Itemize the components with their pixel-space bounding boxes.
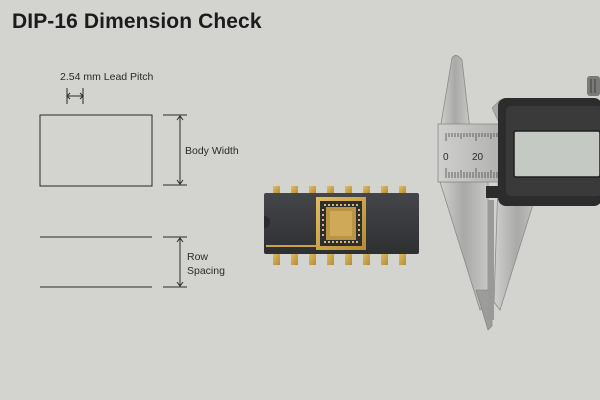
caliper-scale-label-0: 0	[443, 152, 449, 163]
caliper-lower-jaws	[439, 181, 541, 331]
row-spacing-label: Row Spacing	[187, 250, 225, 278]
row-spacing-label-line2: Spacing	[187, 265, 225, 277]
die-bond-pads	[322, 204, 360, 243]
caliper-lcd-screen	[513, 130, 600, 178]
lead-pitch-label: 2.54 mm Lead Pitch	[60, 71, 154, 83]
caliper-scale-label-20: 20	[472, 152, 484, 163]
body-width-dimension	[163, 114, 187, 186]
caliper-upper-jaws	[439, 55, 501, 131]
chip-bottom-pins	[273, 253, 406, 265]
chip-top-pins	[273, 186, 406, 194]
row-lines	[40, 236, 152, 288]
body-outline	[39, 114, 153, 187]
row-spacing-label-line1: Row	[187, 251, 209, 263]
caliper-scale	[445, 133, 498, 178]
pitch-dimension-marker	[66, 88, 84, 104]
body-width-label: Body Width	[185, 145, 239, 157]
row-spacing-dimension	[163, 236, 187, 288]
page-title: DIP-16 Dimension Check	[12, 10, 262, 33]
caliper-thumb-screw	[587, 76, 600, 96]
